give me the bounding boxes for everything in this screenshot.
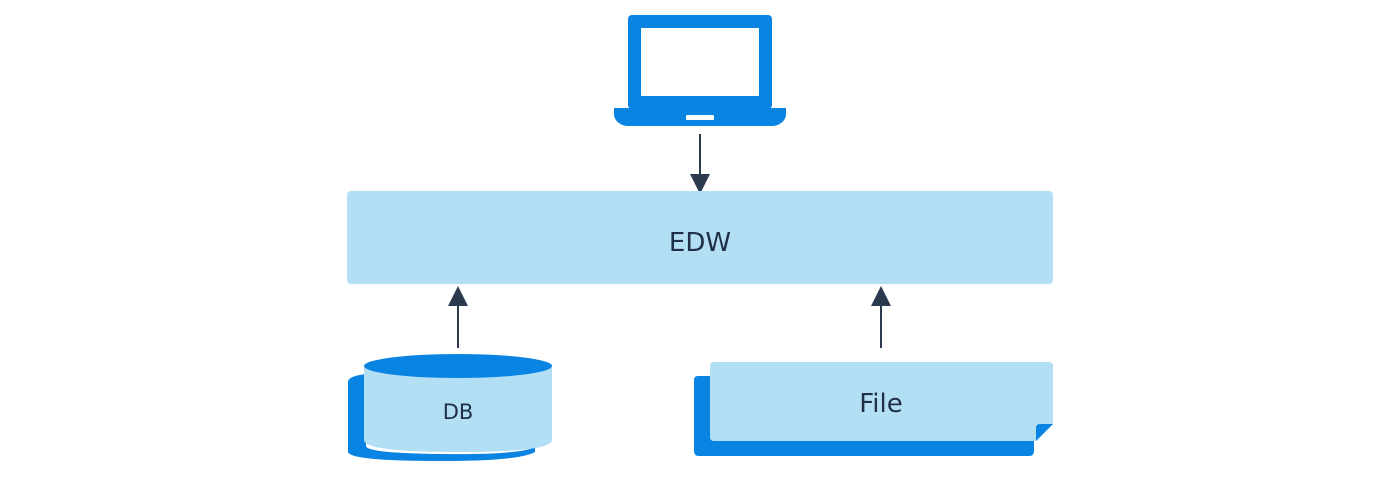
laptop-icon bbox=[614, 15, 786, 126]
database-cylinder-icon bbox=[348, 354, 552, 461]
file-stack-icon bbox=[694, 362, 1053, 456]
file-label: File bbox=[859, 389, 903, 419]
db-label: DB bbox=[442, 400, 474, 424]
edw-box bbox=[347, 191, 1053, 284]
edw-label: EDW bbox=[668, 228, 732, 258]
